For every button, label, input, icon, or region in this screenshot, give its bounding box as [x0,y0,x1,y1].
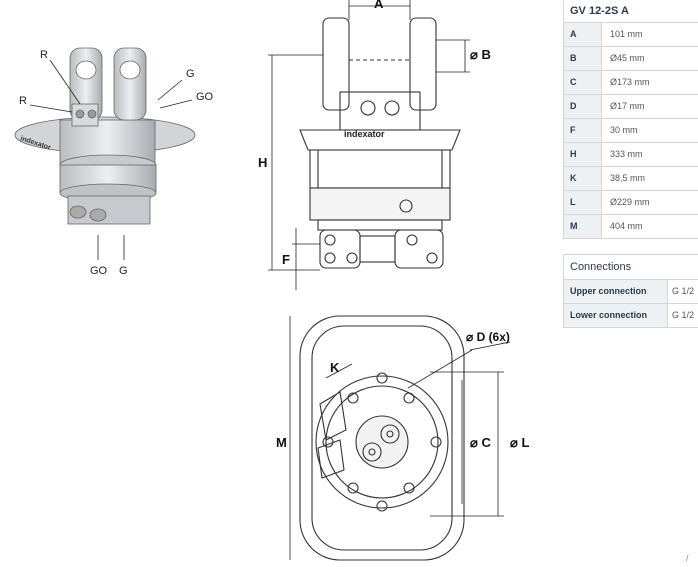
table-row: C Ø173 mm [564,71,698,95]
diameter-icon: ⌀ [470,435,482,450]
dim-d: D (6x) [476,330,510,344]
dim-l-label: ⌀ L [510,435,529,451]
iso-leader-lines [29,59,193,260]
callout-g-top: G [186,68,195,80]
spec-table: GV 12-2S A A 101 mm B Ø45 mm C Ø173 mm D Ø17… [563,0,698,239]
spec-value: 30 mm [610,125,638,135]
diameter-icon: ⌀ [466,330,477,344]
spec-table-title: GV 12-2S A [564,0,698,23]
callout-go-bottom: GO [90,265,108,277]
callout-r-lower: R [19,95,27,107]
side-brand-text: indexator [344,129,385,139]
spec-key: F [564,119,602,142]
spec-key: L [564,191,602,214]
side-dimension-lines [268,0,470,290]
diameter-icon: ⌀ [510,435,522,450]
dim-k: K [330,360,340,375]
dim-c: C [481,435,491,450]
spec-key: H [564,143,602,166]
isometric-rotator-render: indexator [14,47,196,225]
spec-value: 333 mm [610,149,643,159]
top-view-drawing [299,315,465,561]
connection-value: G 1/2 [672,310,695,320]
spec-value: Ø173 mm [610,77,650,87]
dim-b-label: ⌀ B [470,47,491,63]
table-row: M 404 mm [564,215,698,239]
table-row: Upper connection G 1/2 [564,280,698,304]
dim-h: H [258,155,268,170]
spec-value: 404 mm [610,221,643,231]
spec-value: Ø229 mm [610,197,650,207]
dim-a: A [374,0,384,11]
spec-value: 101 mm [610,29,643,39]
spec-key: C [564,71,602,94]
table-row: H 333 mm [564,143,698,167]
connection-value: G 1/2 [672,286,695,296]
table-row: B Ø45 mm [564,47,698,71]
corner-mark: / [686,553,689,563]
side-view-drawing: indexator [299,17,461,269]
dim-f: F [282,252,290,267]
callout-g-bottom: G [119,265,128,277]
spec-key: B [564,47,602,70]
table-row: A 101 mm [564,23,698,47]
dim-b: B [481,47,491,62]
dim-d-label: ⌀ D (6x) [466,330,510,344]
technical-drawings: indexator indexator [14,0,511,561]
diameter-icon: ⌀ [470,47,482,62]
dim-l: L [521,435,530,450]
table-row: D Ø17 mm [564,95,698,119]
spec-key: K [564,167,602,190]
dim-c-label: ⌀ C [470,435,491,451]
spec-key: M [564,215,602,238]
table-row: F 30 mm [564,119,698,143]
table-row: L Ø229 mm [564,191,698,215]
spec-key: D [564,95,602,118]
spec-value: Ø17 mm [610,101,645,111]
spec-key: A [564,23,602,46]
top-dimension-lines [289,316,511,560]
table-row: K 38,5 mm [564,167,698,191]
connections-title: Connections [564,255,698,280]
dim-m: M [276,435,287,450]
table-row: Lower connection G 1/2 [564,304,698,328]
callout-r-upper: R [40,49,48,61]
spec-value: 38,5 mm [610,173,646,183]
callout-go-top: GO [196,91,214,103]
connections-table: Connections Upper connection G 1/2 Lower … [563,254,698,328]
spec-value: Ø45 mm [610,53,645,63]
connection-key: Upper connection [564,280,668,303]
connection-key: Lower connection [564,304,668,327]
